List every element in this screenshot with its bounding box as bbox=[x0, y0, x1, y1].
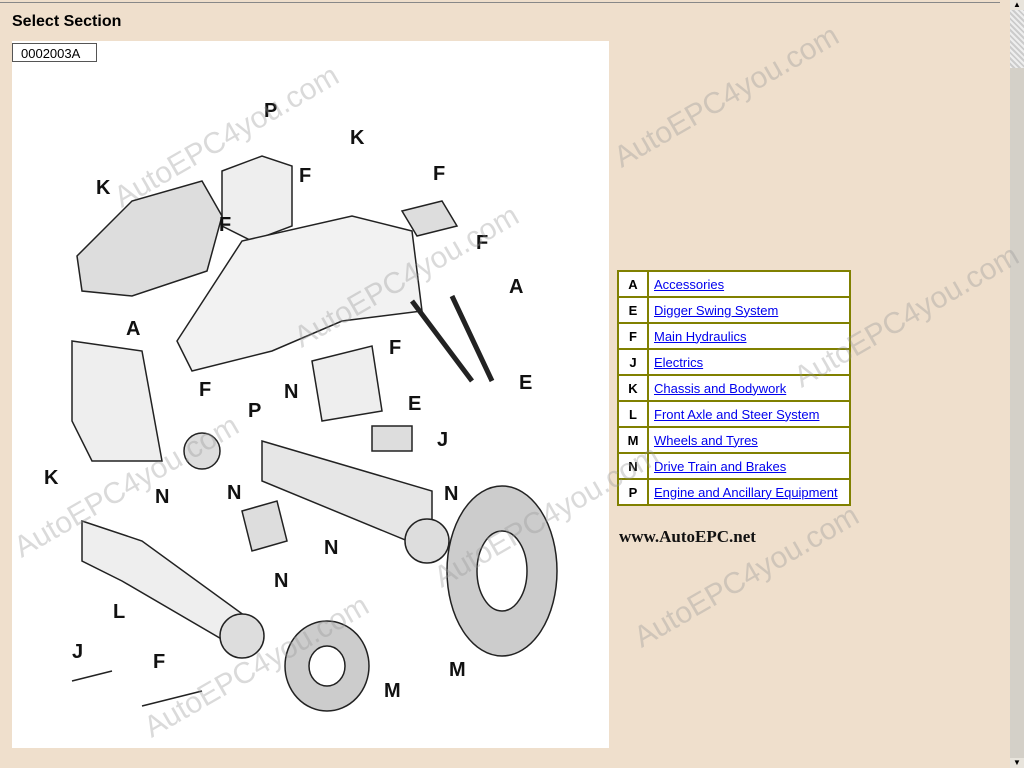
section-row: K Chassis and Bodywork bbox=[617, 374, 851, 402]
callout[interactable]: M bbox=[449, 659, 466, 681]
callout[interactable]: K bbox=[350, 127, 365, 149]
callout[interactable]: K bbox=[44, 467, 59, 489]
section-link[interactable]: Digger Swing System bbox=[654, 302, 779, 318]
callout[interactable]: F bbox=[433, 163, 446, 185]
section-row: A Accessories bbox=[617, 270, 851, 298]
callout[interactable]: P bbox=[264, 100, 278, 122]
callout[interactable]: E bbox=[519, 372, 533, 394]
callout[interactable]: L bbox=[113, 601, 126, 623]
callout[interactable]: N bbox=[444, 483, 459, 505]
section-name-cell: Electrics bbox=[647, 348, 851, 376]
callout[interactable]: M bbox=[384, 680, 401, 702]
section-link[interactable]: Drive Train and Brakes bbox=[654, 458, 787, 474]
callout[interactable]: N bbox=[324, 537, 339, 559]
callout[interactable]: F bbox=[476, 232, 489, 254]
section-link[interactable]: Main Hydraulics bbox=[654, 328, 747, 344]
top-divider bbox=[0, 2, 1000, 3]
section-row: M Wheels and Tyres bbox=[617, 426, 851, 454]
section-name-cell: Main Hydraulics bbox=[647, 322, 851, 350]
scroll-up-button[interactable]: ▲ bbox=[1010, 0, 1024, 10]
section-link[interactable]: Front Axle and Steer System bbox=[654, 406, 820, 422]
callout[interactable]: N bbox=[284, 381, 299, 403]
section-letter: J bbox=[617, 348, 649, 376]
callout[interactable]: P bbox=[248, 400, 262, 422]
callout[interactable]: A bbox=[509, 276, 524, 298]
section-row: P Engine and Ancillary Equipment bbox=[617, 478, 851, 506]
callout[interactable]: A bbox=[126, 318, 141, 340]
section-row: E Digger Swing System bbox=[617, 296, 851, 324]
section-letter: K bbox=[617, 374, 649, 402]
callout[interactable]: F bbox=[199, 379, 212, 401]
callout[interactable]: F bbox=[299, 165, 312, 187]
section-letter: N bbox=[617, 452, 649, 480]
section-letter: E bbox=[617, 296, 649, 324]
diagram-code: 0002003A bbox=[12, 43, 97, 62]
section-row: F Main Hydraulics bbox=[617, 322, 851, 350]
section-row: J Electrics bbox=[617, 348, 851, 376]
section-link[interactable]: Chassis and Bodywork bbox=[654, 380, 787, 396]
section-name-cell: Accessories bbox=[647, 270, 851, 298]
callout[interactable]: N bbox=[155, 486, 170, 508]
section-name-cell: Chassis and Bodywork bbox=[647, 374, 851, 402]
callout[interactable]: E bbox=[408, 393, 422, 415]
callout[interactable]: N bbox=[274, 570, 289, 592]
callout[interactable]: N bbox=[227, 482, 242, 504]
section-letter: A bbox=[617, 270, 649, 298]
section-link[interactable]: Electrics bbox=[654, 354, 704, 370]
section-letter: M bbox=[617, 426, 649, 454]
section-name-cell: Digger Swing System bbox=[647, 296, 851, 324]
callout[interactable]: K bbox=[96, 177, 111, 199]
callout[interactable]: F bbox=[389, 337, 402, 359]
scroll-thumb[interactable] bbox=[1010, 10, 1024, 68]
section-letter: L bbox=[617, 400, 649, 428]
site-url: www.AutoEPC.net bbox=[619, 527, 756, 546]
callout[interactable]: J bbox=[437, 429, 449, 451]
vertical-scrollbar[interactable]: ▲ ▼ bbox=[1010, 0, 1024, 768]
section-letter: P bbox=[617, 478, 649, 506]
watermark: AutoEPC4you.com bbox=[628, 498, 865, 655]
section-name-cell: Drive Train and Brakes bbox=[647, 452, 851, 480]
section-name-cell: Front Axle and Steer System bbox=[647, 400, 851, 428]
parts-illustration bbox=[71, 155, 558, 712]
section-link[interactable]: Wheels and Tyres bbox=[654, 432, 758, 448]
section-letter: F bbox=[617, 322, 649, 350]
callout[interactable]: F bbox=[153, 651, 166, 673]
section-name-cell: Wheels and Tyres bbox=[647, 426, 851, 454]
section-link[interactable]: Accessories bbox=[654, 276, 725, 292]
section-row: N Drive Train and Brakes bbox=[617, 452, 851, 480]
section-row: L Front Axle and Steer System bbox=[617, 400, 851, 428]
watermark: AutoEPC4you.com bbox=[608, 18, 845, 175]
page-title: Select Section bbox=[12, 13, 122, 30]
scroll-down-button[interactable]: ▼ bbox=[1010, 758, 1024, 768]
callout[interactable]: J bbox=[72, 641, 84, 663]
callout[interactable]: F bbox=[219, 214, 232, 236]
section-link[interactable]: Engine and Ancillary Equipment bbox=[654, 484, 838, 500]
section-name-cell: Engine and Ancillary Equipment bbox=[647, 478, 851, 506]
